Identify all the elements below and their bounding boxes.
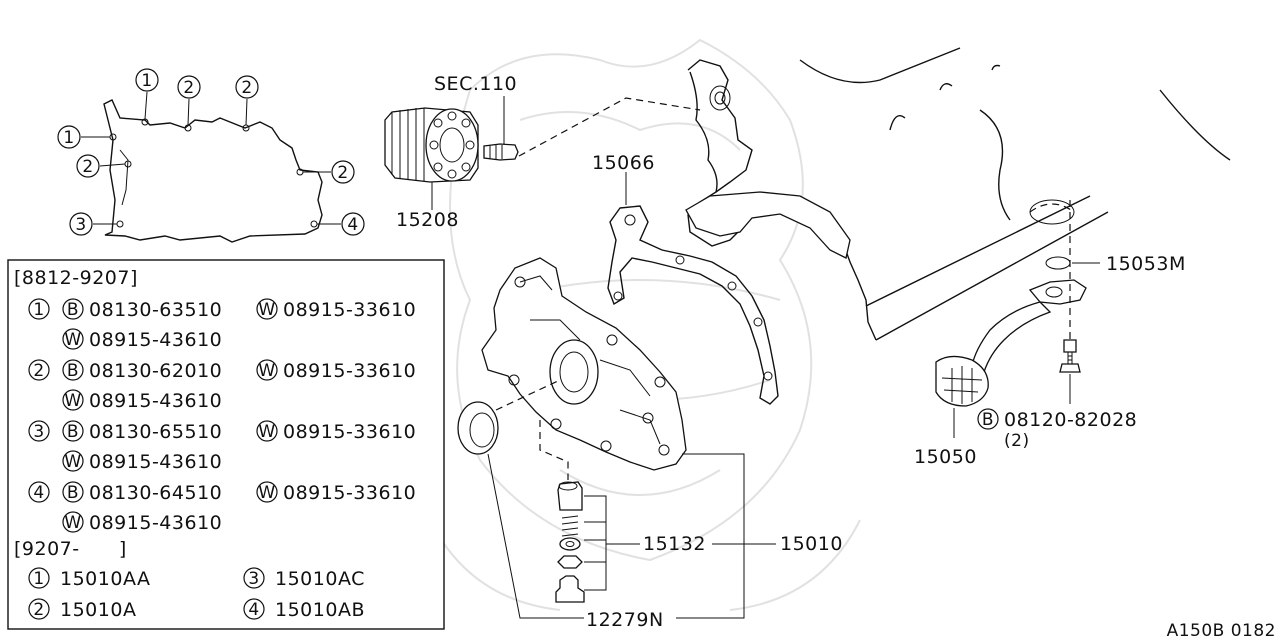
legend-code: 08915-43610 [89, 512, 222, 534]
bolt-layout-sketch: 1 2 2 1 2 2 3 4 [57, 68, 365, 243]
svg-text:3: 3 [33, 422, 44, 442]
svg-text:2: 2 [82, 157, 93, 177]
engine-block [685, 47, 1231, 341]
relief-valve-parts [555, 481, 640, 603]
legend-code: 08915-33610 [283, 482, 416, 504]
bolt-legend-table: [8812-9207] 1 B 08130-63510 W 08915-3361… [7, 259, 445, 630]
callout-15053m: 15053M [1106, 253, 1186, 275]
bolt-marker: 2 [76, 154, 100, 178]
svg-text:1: 1 [141, 71, 152, 91]
diagram-code: A150B 0182 [1167, 621, 1276, 639]
svg-text:W: W [64, 513, 81, 533]
svg-text:W: W [258, 422, 275, 442]
svg-text:2: 2 [183, 78, 194, 98]
legend-header-early: [8812-9207] [14, 267, 138, 289]
svg-text:2: 2 [33, 600, 44, 620]
bolt-marker: 1 [135, 68, 159, 92]
b-symbol: B [982, 410, 994, 430]
svg-text:3: 3 [248, 569, 259, 589]
legend-code: 08915-33610 [283, 299, 416, 321]
oil-filter [384, 96, 519, 210]
legend-code: 08915-33610 [283, 360, 416, 382]
front-cover-gasket [607, 172, 779, 405]
svg-text:2: 2 [241, 78, 252, 98]
callout-08120-82028: 08120-82028 [1004, 409, 1137, 431]
svg-text:W: W [64, 391, 81, 411]
callout-15066: 15066 [592, 152, 655, 174]
legend-code: 08130-63510 [89, 299, 222, 321]
callout-15010: 15010 [780, 533, 843, 555]
legend-code: 08130-65510 [89, 421, 222, 443]
svg-text:4: 4 [248, 600, 259, 620]
svg-text:W: W [258, 300, 275, 320]
legend-part: 15010AB [275, 599, 365, 621]
svg-text:W: W [258, 361, 275, 381]
svg-text:1: 1 [63, 128, 74, 148]
legend-code: 08130-62010 [89, 360, 222, 382]
legend-part: 15010AC [275, 568, 365, 590]
svg-text:W: W [258, 483, 275, 503]
legend-header-late: [9207- ] [14, 538, 127, 560]
svg-text:2: 2 [337, 163, 348, 183]
svg-text:W: W [64, 330, 81, 350]
watermark-emblem [429, 38, 861, 611]
callout-15132: 15132 [643, 533, 706, 555]
oil-pump-front-cover [457, 257, 687, 480]
svg-text:1: 1 [33, 569, 44, 589]
svg-text:3: 3 [75, 215, 86, 235]
svg-text:1: 1 [33, 300, 44, 320]
svg-text:2: 2 [33, 361, 44, 381]
legend-code: 08130-64510 [89, 482, 222, 504]
svg-text:B: B [67, 300, 79, 320]
callout-bolt-qty: (2) [1004, 431, 1030, 451]
legend-code: 08915-43610 [89, 390, 222, 412]
callout-sec-110: SEC.110 [434, 73, 517, 95]
bolt-marker: 2 [235, 75, 259, 99]
svg-text:4: 4 [33, 483, 44, 503]
bolt-marker: 3 [69, 212, 93, 236]
callout-15050: 15050 [914, 446, 977, 468]
oil-strainer [935, 200, 1100, 438]
bolt-marker: 1 [57, 125, 81, 149]
bolt-marker: 2 [177, 75, 201, 99]
bolt-marker: 4 [341, 212, 365, 236]
svg-text:4: 4 [347, 215, 358, 235]
callout-12279n: 12279N [586, 609, 664, 631]
svg-text:W: W [64, 452, 81, 472]
svg-text:B: B [67, 422, 79, 442]
bolt-marker: 2 [331, 160, 355, 184]
legend-code: 08915-43610 [89, 329, 222, 351]
svg-text:B: B [67, 483, 79, 503]
legend-part: 15010A [60, 599, 136, 621]
legend-code: 08915-43610 [89, 451, 222, 473]
legend-part: 15010AA [60, 568, 150, 590]
legend-code: 08915-33610 [283, 421, 416, 443]
callout-15208: 15208 [396, 209, 459, 231]
svg-text:B: B [67, 361, 79, 381]
